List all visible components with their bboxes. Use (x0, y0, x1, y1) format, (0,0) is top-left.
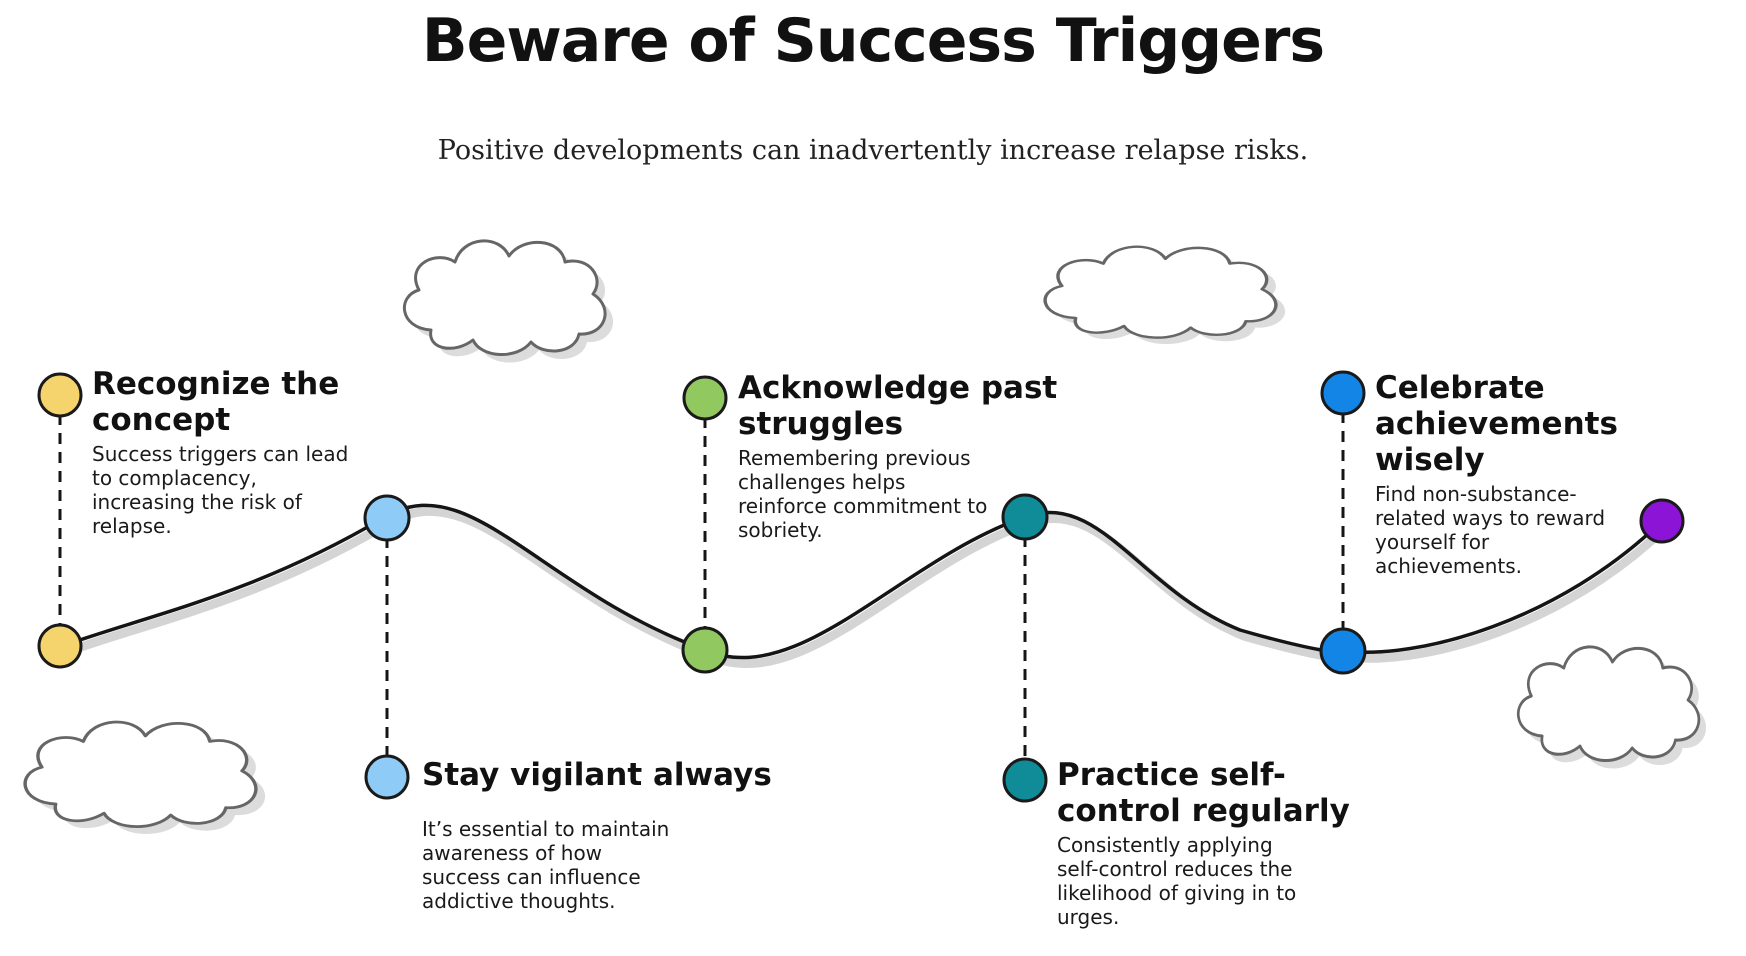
step-practice-self-control: Practice self-control regularly Consiste… (1057, 757, 1397, 929)
step-marker-line (363, 494, 411, 542)
step-stay-vigilant: Stay vigilant always It’s essential to m… (422, 757, 772, 913)
page-title: Beware of Success Triggers (421, 6, 1325, 76)
step-title: Stay vigilant always (422, 757, 772, 793)
step-marker-bottom (1002, 757, 1048, 803)
step-marker-line (1001, 493, 1049, 541)
step-description: Find non-substance-related ways to rewar… (1375, 482, 1606, 578)
step-marker-line (37, 623, 83, 669)
step-description: Consistently applying self-control reduc… (1057, 833, 1297, 929)
step-marker-top (682, 375, 728, 421)
page-subtitle: Positive developments can inadvertently … (437, 135, 1309, 166)
step-title: Acknowledge past struggles (738, 370, 1058, 442)
step-recognize: Recognize the concept Success triggers c… (92, 366, 352, 538)
step-marker-top (37, 372, 83, 418)
step-marker-line (681, 626, 729, 674)
step-marker-top (1320, 370, 1366, 416)
step-description: Remembering previous challenges helps re… (738, 446, 988, 542)
step-marker-line (1319, 627, 1367, 675)
cloud-icon (402, 239, 614, 363)
cloud-icon (23, 720, 266, 834)
step-description: Success triggers can lead to complacency… (92, 442, 349, 538)
step-description: It’s essential to maintain awareness of … (422, 817, 670, 913)
step-acknowledge: Acknowledge past struggles Remembering p… (738, 370, 1058, 542)
step-celebrate: Celebrate achievements wisely Find non-s… (1375, 370, 1730, 578)
cloud-icon (1043, 244, 1286, 345)
step-marker-bottom (364, 754, 410, 800)
step-title: Practice self-control regularly (1057, 757, 1350, 829)
step-title: Celebrate achievements wisely (1375, 370, 1618, 478)
step-title: Recognize the concept (92, 366, 340, 438)
end-marker (1639, 498, 1685, 544)
cloud-icon (1516, 645, 1707, 769)
